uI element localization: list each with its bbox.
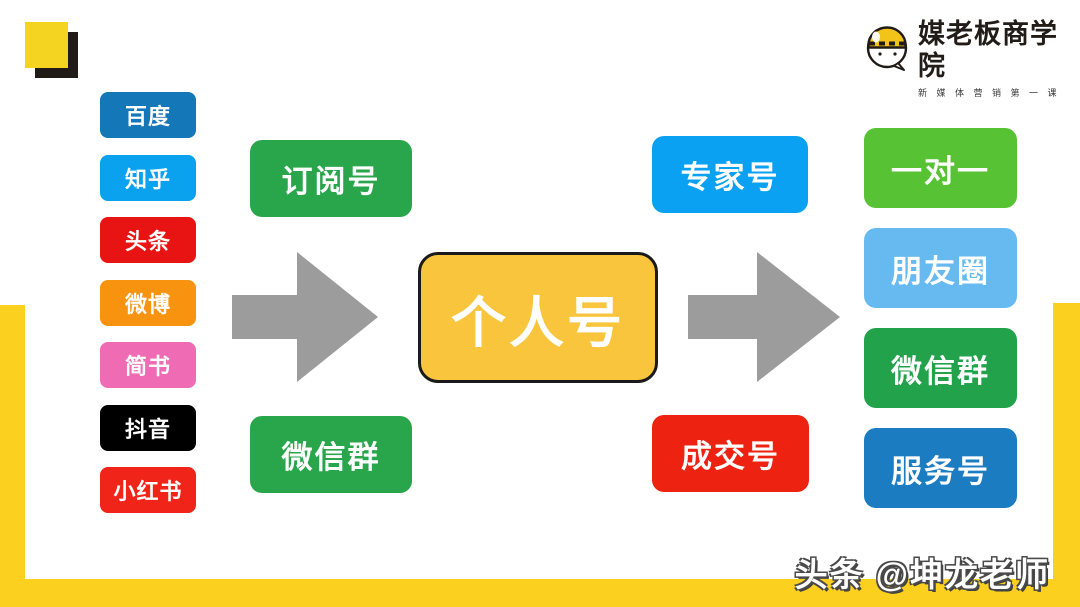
node-douyin: 抖音 xyxy=(100,404,196,451)
node-one-on-one: 一对一 xyxy=(864,128,1017,208)
brand-logo: 媒老板商学院 新媒体营销第一课 xyxy=(862,18,1080,99)
output-column: 一对一 朋友圈 微信群 服务号 xyxy=(864,128,1017,508)
source-channel-column: 百度 知乎 头条 微博 简书 抖音 小红书 xyxy=(100,92,196,513)
node-jianshu: 简书 xyxy=(100,342,196,388)
node-baidu: 百度 xyxy=(100,92,196,138)
node-subscription-account: 订阅号 xyxy=(250,140,412,217)
node-service-account: 服务号 xyxy=(864,428,1017,508)
brand-title: 媒老板商学院 xyxy=(918,19,1058,82)
flow-arrow-right xyxy=(688,252,840,382)
node-moments: 朋友圈 xyxy=(864,228,1017,308)
logo-yellow-square xyxy=(25,22,68,68)
node-toutiao: 头条 xyxy=(100,217,196,263)
brand-subtitle: 新媒体营销第一课 xyxy=(918,87,1067,98)
node-expert-account: 专家号 xyxy=(652,136,808,213)
frame-left-bar xyxy=(0,305,25,607)
watermark-text: 头条 @坤龙老师 xyxy=(794,556,1050,593)
flow-arrow-left xyxy=(232,252,378,382)
frame-bottom-bar xyxy=(0,579,1080,607)
node-zhihu: 知乎 xyxy=(100,154,196,201)
node-wechat-group-left: 微信群 xyxy=(250,416,412,493)
node-weibo: 微博 xyxy=(100,279,196,326)
node-personal-account: 个人号 xyxy=(418,252,658,383)
frame-right-bar xyxy=(1053,303,1080,607)
node-deal-account: 成交号 xyxy=(652,415,809,492)
node-wechat-group-right: 微信群 xyxy=(864,328,1017,408)
mascot-icon xyxy=(862,18,912,77)
node-xiaohongshu: 小红书 xyxy=(100,467,196,513)
